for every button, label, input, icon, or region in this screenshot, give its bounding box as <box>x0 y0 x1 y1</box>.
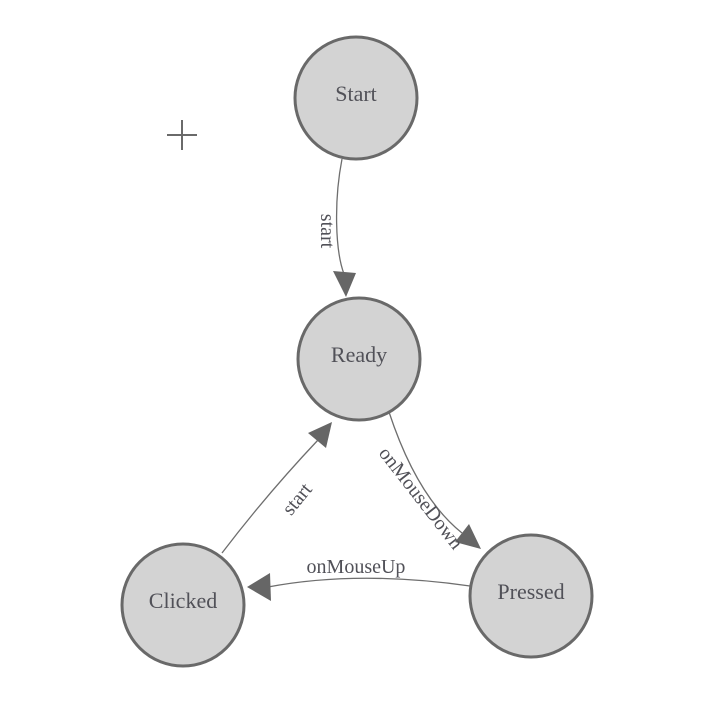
arrowhead-icon <box>333 271 356 297</box>
edge-path[interactable] <box>335 158 345 275</box>
arrowhead-icon <box>247 573 271 601</box>
node-label: Pressed <box>497 579 564 604</box>
node-ready[interactable]: Ready <box>296 296 422 422</box>
node-start[interactable]: Start <box>293 35 419 161</box>
node-circle[interactable] <box>120 542 246 668</box>
edge-start-to-ready[interactable]: start <box>316 158 356 297</box>
arrowhead-icon <box>455 524 481 549</box>
node-circle[interactable] <box>293 35 419 161</box>
edge-clicked-to-ready[interactable]: start <box>221 422 332 554</box>
edge-path[interactable] <box>388 411 463 534</box>
edge-label-onmouseup: onMouseUp <box>307 556 406 578</box>
edge-label-onmousedown: onMouseDown <box>374 443 467 554</box>
node-clicked[interactable]: Clicked <box>120 542 246 668</box>
node-label: Ready <box>331 342 387 367</box>
edge-ready-to-pressed[interactable]: onMouseDown <box>374 411 481 554</box>
node-label: Start <box>335 81 377 106</box>
edge-path[interactable] <box>267 577 471 588</box>
edge-label-start-2: start <box>278 479 317 520</box>
edge-path[interactable] <box>221 439 319 554</box>
edge-pressed-to-clicked[interactable]: onMouseUp <box>247 556 471 601</box>
edge-label-start: start <box>316 214 338 249</box>
crosshair-icon <box>167 120 197 150</box>
node-label: Clicked <box>149 588 217 613</box>
arrowhead-icon <box>308 422 332 448</box>
node-circle[interactable] <box>296 296 422 422</box>
node-circle[interactable] <box>468 533 594 659</box>
node-pressed[interactable]: Pressed <box>468 533 594 659</box>
